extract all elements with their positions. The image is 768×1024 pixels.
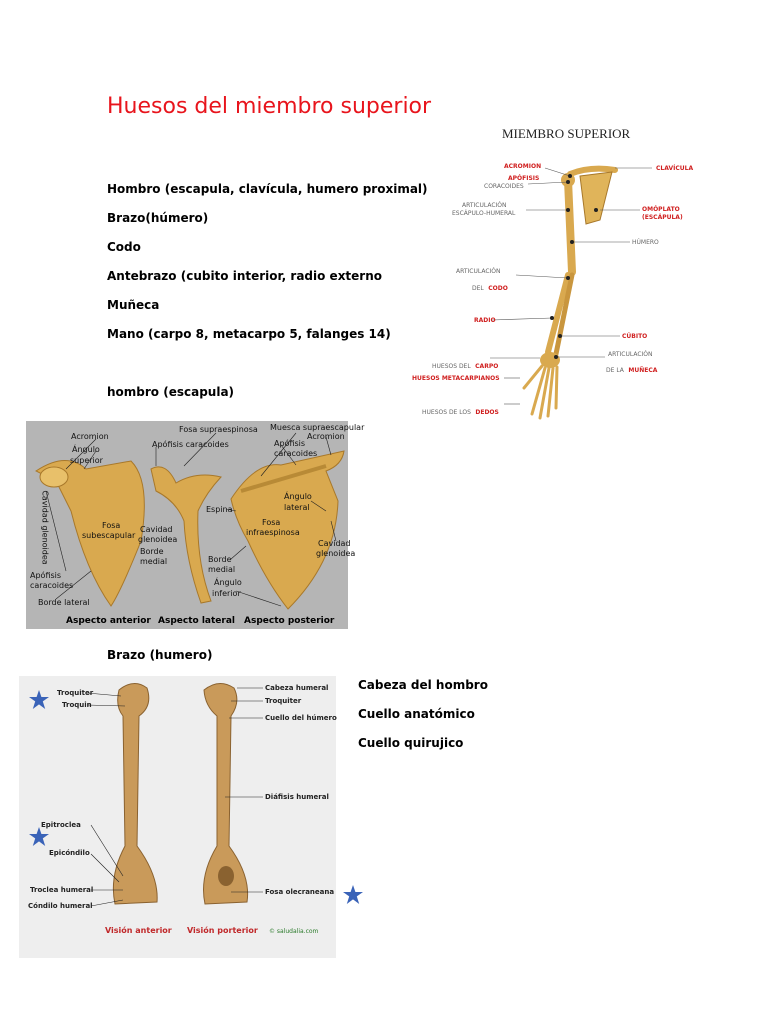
label-condilo-humeral: Cóndilo humeral <box>28 902 93 910</box>
label-articulacion-muneca-2: DE LA MUÑECA <box>606 367 658 374</box>
label-diafisis-humeral: Diáfisis humeral <box>265 793 329 801</box>
label-cabeza-humeral: Cabeza humeral <box>265 684 329 692</box>
label-omoplato-1: OMÓPLATO <box>642 206 680 213</box>
label-apofisis-caracoides-left-1: Apófisis <box>30 571 62 580</box>
label-fosa-subescapular-1: Fosa <box>102 521 121 530</box>
label-angulo-superior-1: Ángulo <box>72 445 100 454</box>
label-apofisis-caracoides-right-1: Apófisis <box>274 439 306 448</box>
label-espina: Espina <box>206 505 233 514</box>
label-clavicula: CLAVÍCULA <box>656 165 694 172</box>
label-angulo-superior-2: superior <box>70 456 103 465</box>
label-cavidad-glenoidea-mid-2: glenoidea <box>138 535 178 544</box>
label-articulacion-escapulo-2: ESCÁPULO-HUMERAL <box>452 210 516 217</box>
label-radio: RADIO <box>474 317 496 324</box>
arm-skeleton-drawing <box>490 165 652 420</box>
label-cavidad-glenoidea-mid-1: Cavidad <box>140 525 173 534</box>
scapula-drawing <box>35 432 345 610</box>
caption-aspecto-anterior: Aspecto anterior <box>66 616 151 626</box>
label-metacarpianos: HUESOS METACARPIANOS <box>412 375 500 382</box>
label-apofisis-caracoides-left-2: caracoides <box>30 581 74 590</box>
body-line-codo: Codo <box>107 240 141 254</box>
label-troclea-humeral: Troclea humeral <box>30 886 94 894</box>
label-humero: HÚMERO <box>632 239 659 246</box>
label-apofisis: APÓFISIS <box>508 175 540 182</box>
label-troquin: Troquin <box>62 701 92 709</box>
label-acromion-left: Acromion <box>71 432 109 441</box>
label-borde-medial-b-1: Borde <box>208 555 232 564</box>
humerus-figure: Troquiter Troquin Epitroclea Epicóndilo … <box>19 676 337 958</box>
body-line-mano: Mano (carpo 8, metacarpo 5, falanges 14) <box>107 327 391 341</box>
section-hombro: hombro (escapula) <box>107 385 235 399</box>
humerus-drawing <box>86 683 263 907</box>
label-cavidad-glenoidea-right-1: Cavidad <box>318 539 351 548</box>
label-fosa-supraespinosa: Fosa supraespinosa <box>179 425 258 434</box>
star-icon <box>29 690 49 709</box>
label-angulo-lateral-1: Ángulo <box>284 492 312 501</box>
caption-vision-porterior: Visión porterior <box>187 926 258 935</box>
label-troquiter-right: Troquiter <box>265 697 302 705</box>
note-cuello-quirujico: Cuello quirujico <box>358 736 464 750</box>
caption-vision-anterior: Visión anterior <box>105 926 172 935</box>
arm-skeleton-figure: MIEMBRO SUPERIOR <box>400 120 700 425</box>
label-coracoides: CORACOIDES <box>484 183 524 190</box>
label-fosa-infraespinosa-1: Fosa <box>262 518 281 527</box>
caption-aspecto-lateral: Aspecto lateral <box>158 616 235 626</box>
body-line-muneca: Muñeca <box>107 298 160 312</box>
body-line-antebrazo: Antebrazo (cubito interior, radio extern… <box>107 269 383 283</box>
label-angulo-lateral-2: lateral <box>284 503 310 512</box>
label-cavidad-glenoidea-right-2: glenoidea <box>316 549 356 558</box>
label-fosa-infraespinosa-2: infraespinosa <box>246 528 300 537</box>
label-borde-medial-1: Borde <box>140 547 164 556</box>
body-line-brazo: Brazo(húmero) <box>107 211 209 225</box>
scapula-figure: Acromion Ángulo superior Apófisis caraco… <box>26 421 364 629</box>
label-huesos-carpo: HUESOS DEL CARPO <box>432 363 499 370</box>
star-icon <box>29 827 49 846</box>
label-borde-medial-b-2: medial <box>208 565 236 574</box>
label-fosa-subescapular-2: subescapular <box>82 531 136 540</box>
label-angulo-inferior-2: inferior <box>212 589 241 598</box>
label-muesca-supraescapular: Muesca supraescapular <box>270 423 365 432</box>
label-cavidad-glenoidea-vert: Cavidad glenoidea <box>40 490 50 565</box>
label-borde-medial-2: medial <box>140 557 168 566</box>
section-brazo: Brazo (humero) <box>107 648 213 662</box>
label-epitroclea: Epitroclea <box>41 821 81 829</box>
arm-figure-heading: MIEMBRO SUPERIOR <box>502 126 631 141</box>
note-cuello-anatomico: Cuello anatómico <box>358 707 475 721</box>
label-articulacion-escapulo-1: ARTICULACIÓN <box>462 202 507 209</box>
body-line-hombro: Hombro (escapula, clavícula, humero prox… <box>107 182 428 196</box>
page-title: Huesos del miembro superior <box>107 94 432 119</box>
note-cabeza-hombro: Cabeza del hombro <box>358 678 488 692</box>
label-fosa-olecraneana: Fosa olecraneana <box>265 888 335 896</box>
label-articulacion-codo-1: ARTICULACIÓN <box>456 268 501 275</box>
label-huesos-dedos: HUESOS DE LOS DEDOS <box>422 409 499 416</box>
label-acromion: ACROMION <box>504 163 542 170</box>
label-apofisis-caracoides-top: Apófisis caracoides <box>152 440 229 449</box>
label-omoplato-2: (ESCÁPULA) <box>642 214 683 221</box>
caption-aspecto-posterior: Aspecto posterior <box>244 616 335 626</box>
label-cubito: CÚBITO <box>622 333 648 340</box>
credit-saludalia: © saludalia.com <box>269 928 319 935</box>
label-acromion-right: Acromion <box>307 432 345 441</box>
star-icon <box>343 885 363 904</box>
label-angulo-inferior-1: Ángulo <box>214 578 242 587</box>
label-cuello-humero: Cuello del húmero <box>265 714 337 722</box>
label-borde-lateral: Borde lateral <box>38 598 90 607</box>
label-articulacion-muneca-1: ARTICULACIÓN <box>608 351 653 358</box>
label-apofisis-caracoides-right-2: caracoides <box>274 449 318 458</box>
label-epicondilo: Epicóndilo <box>49 849 90 857</box>
label-troquiter-left: Troquiter <box>57 689 94 697</box>
label-articulacion-codo-2: DEL CODO <box>472 285 508 292</box>
